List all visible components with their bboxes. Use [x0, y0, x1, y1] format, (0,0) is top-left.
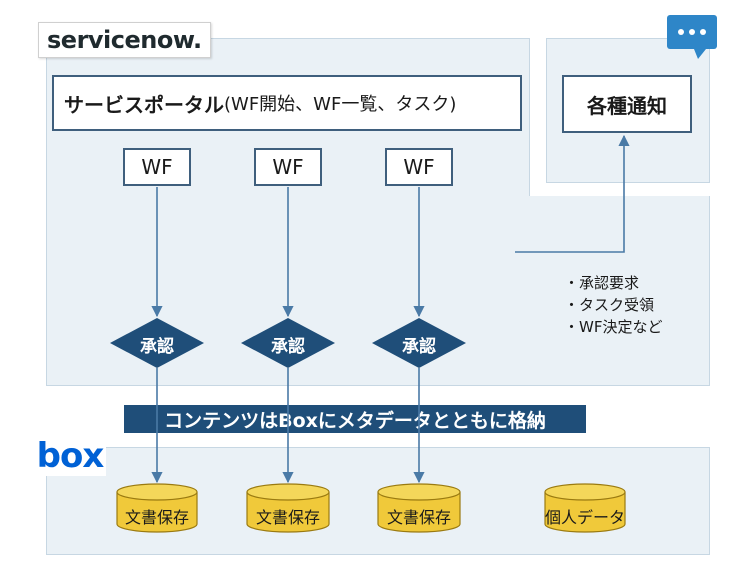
servicenow-logo-text: servicenow. — [47, 26, 202, 54]
storage-cylinder-1 — [116, 483, 198, 533]
storage-banner-text: コンテンツはBoxにメタデータとともに格納 — [164, 409, 546, 432]
portal-subtitle: (WF開始、WF一覧、タスク) — [224, 94, 457, 115]
approval-diamond-2 — [241, 318, 335, 368]
workflow-label: WF — [141, 155, 173, 179]
chat-bubble-icon — [666, 14, 718, 60]
servicenow-logo: servicenow. — [38, 22, 211, 58]
storage-cylinder-2 — [246, 483, 330, 533]
storage-label: 文書保存 — [124, 508, 189, 527]
notification-box: 各種通知 — [562, 75, 692, 133]
approval-label: 承認 — [140, 337, 174, 357]
storage-label: 文書保存 — [255, 508, 320, 527]
notification-notes: ・承認要求 ・タスク受領 ・WF決定など — [564, 272, 662, 338]
personal-data-cylinder — [544, 483, 626, 533]
workflow-box-1: WF — [123, 148, 191, 186]
box-logo: box — [34, 436, 106, 476]
box-logo-text: box — [36, 436, 105, 476]
note-item: ・WF決定など — [564, 318, 663, 336]
approval-diamond-1 — [110, 318, 204, 368]
note-item: ・タスク受領 — [564, 296, 655, 314]
workflow-label: WF — [272, 155, 304, 179]
service-portal-box: サービスポータル (WF開始、WF一覧、タスク) — [52, 75, 522, 131]
workflow-label: WF — [403, 155, 435, 179]
approval-label: 承認 — [271, 337, 305, 357]
note-item: ・承認要求 — [564, 274, 640, 292]
arrow-notification — [515, 134, 630, 253]
storage-label: 文書保存 — [386, 508, 451, 527]
notification-title: 各種通知 — [587, 93, 667, 118]
portal-title: サービスポータル — [64, 92, 224, 117]
storage-banner: コンテンツはBoxにメタデータとともに格納 — [124, 405, 586, 433]
approval-label: 承認 — [402, 337, 436, 357]
personal-data-label: 個人データ — [544, 508, 625, 527]
workflow-box-2: WF — [254, 148, 322, 186]
storage-cylinder-3 — [377, 483, 461, 533]
workflow-box-3: WF — [385, 148, 453, 186]
approval-diamond-3 — [372, 318, 466, 368]
